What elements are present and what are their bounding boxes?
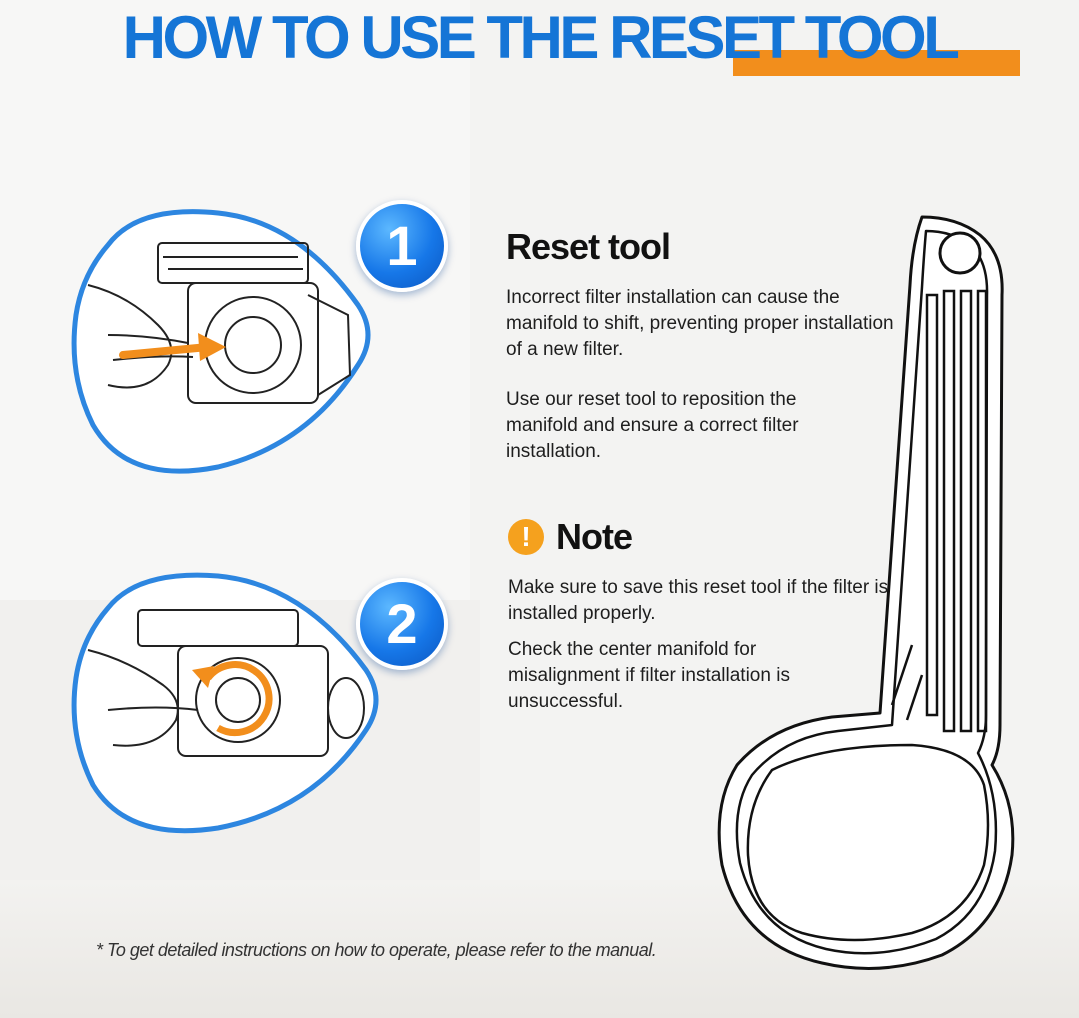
step-2-illustration (71, 572, 379, 834)
note-paragraph-2: Check the center manifold for misalignme… (508, 639, 790, 712)
page-title: HOW TO USE THE RESET TOOL (122, 4, 960, 71)
note-heading: Note (556, 516, 633, 557)
title-underline-accent (733, 50, 1020, 76)
footnote: * To get detailed instructions on how to… (96, 940, 657, 960)
step-1-badge: 1 (356, 200, 448, 292)
step-2-badge: 2 (356, 578, 448, 670)
reset-tool-illustration (717, 215, 1015, 970)
reset-tool-paragraph-2: Use our reset tool to reposition the man… (506, 389, 799, 462)
note-paragraph-1: Make sure to save this reset tool if the… (508, 577, 889, 624)
warning-icon: ! (508, 519, 544, 555)
reset-tool-paragraph-1: Incorrect filter installation can cause … (506, 287, 894, 360)
step-1-illustration (71, 209, 371, 474)
reset-tool-heading: Reset tool (506, 226, 671, 267)
